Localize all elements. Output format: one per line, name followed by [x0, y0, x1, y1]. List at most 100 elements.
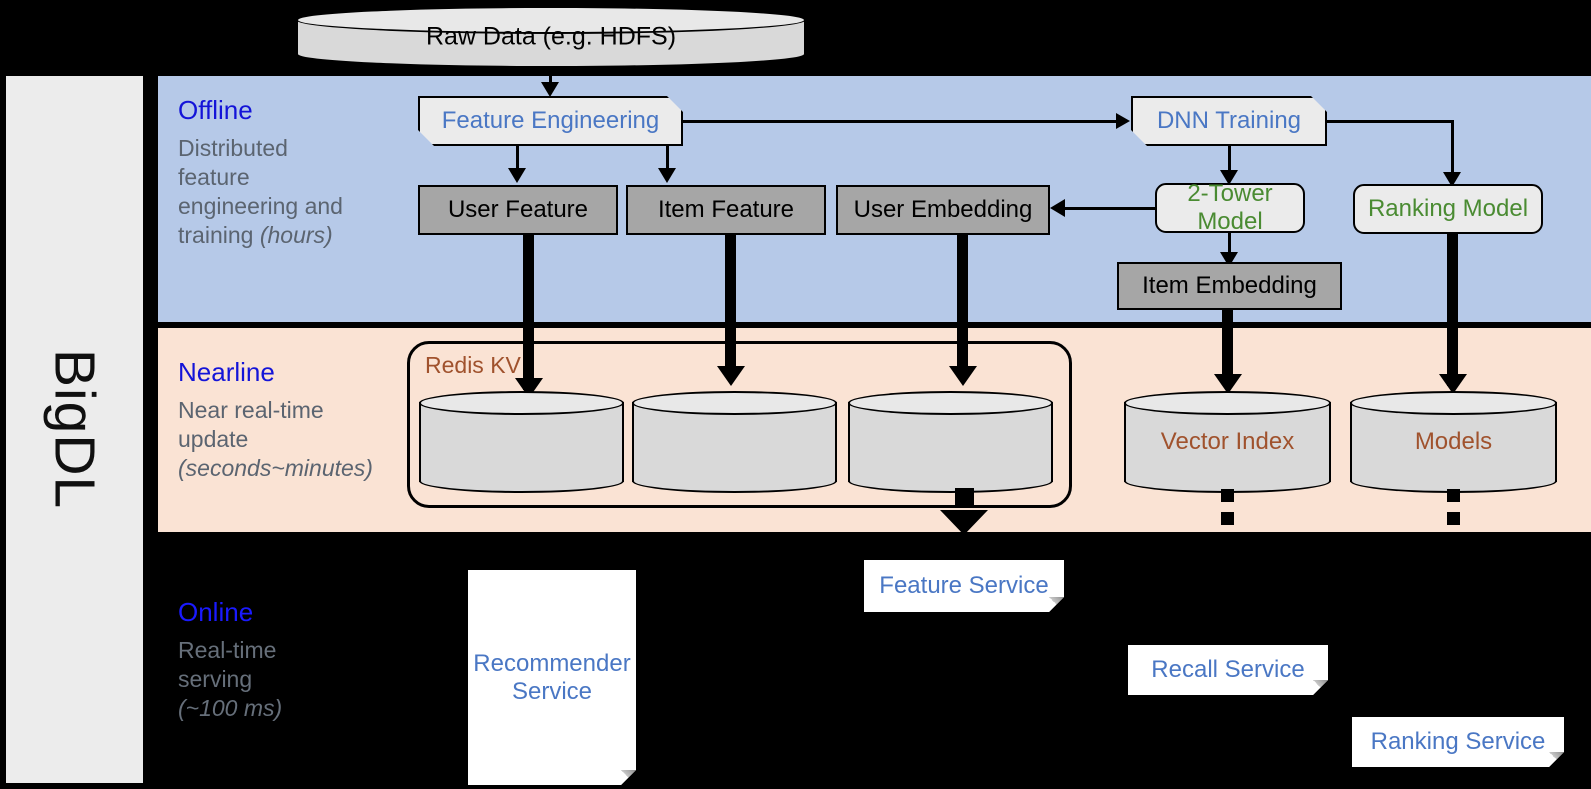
- vector-index-label: Vector Index: [1160, 428, 1295, 455]
- node-item-feature[interactable]: Item Feature: [626, 185, 826, 235]
- raw-data-store[interactable]: Raw Data (e.g. HDFS): [296, 6, 806, 68]
- flow-userfeature-redis: [523, 235, 534, 390]
- cylinder-top: [1350, 391, 1557, 415]
- flow-itemembedding-vectorindex: [1222, 310, 1233, 385]
- cylinder-top: [296, 6, 806, 34]
- feature-engineering-label: Feature Engineering: [441, 107, 660, 135]
- redis-kv-group: [407, 341, 1072, 508]
- node-user-feature[interactable]: User Feature: [418, 185, 618, 235]
- arrowhead-dnn-2tower: [1220, 170, 1238, 185]
- flow-rankingmodel-models: [1447, 234, 1458, 386]
- connector-fe-itemfeature: [666, 146, 669, 174]
- user-embedding-label: User Embedding: [853, 196, 1033, 224]
- nearline-description: Near real-time update (seconds~minutes): [178, 396, 398, 483]
- cylinder-vector-index[interactable]: Vector Index: [1124, 391, 1331, 493]
- arrowhead-userembedding-redis: [949, 366, 977, 386]
- online-title: Online: [178, 597, 254, 627]
- caption-online: Online Real-time serving (~100 ms): [178, 598, 398, 723]
- caption-offline: Offline Distributed feature engineering …: [178, 96, 398, 249]
- dash-models-1: [1447, 489, 1460, 502]
- bigdl-label: BigDL: [42, 349, 107, 510]
- node-recall-service[interactable]: Recall Service: [1128, 645, 1328, 695]
- nearline-desc-l2: update: [178, 425, 249, 452]
- node-user-embedding[interactable]: User Embedding: [836, 185, 1050, 235]
- offline-desc-l1: Distributed: [178, 134, 288, 161]
- models-label: Models: [1414, 428, 1493, 455]
- node-dnn-training[interactable]: DNN Training: [1131, 96, 1327, 146]
- cylinder-item-feature-store[interactable]: [632, 391, 837, 493]
- arrowhead-itemembedding-vectorindex: [1214, 374, 1242, 394]
- nearline-desc-l1: Near real-time: [178, 396, 324, 423]
- node-feature-engineering[interactable]: Feature Engineering: [418, 96, 683, 146]
- user-feature-label: User Feature: [447, 196, 589, 224]
- node-item-embedding[interactable]: Item Embedding: [1117, 262, 1342, 310]
- online-description: Real-time serving (~100 ms): [178, 636, 398, 723]
- connector-2tower-userembedding: [1065, 207, 1157, 210]
- node-feature-service[interactable]: Feature Service: [864, 560, 1064, 612]
- arrowhead-fe-userfeature: [508, 168, 526, 183]
- node-2tower-model[interactable]: 2-Tower Model: [1155, 180, 1305, 235]
- recommender-service-label-l1: Recommender: [473, 649, 631, 677]
- cylinder-user-feature-store[interactable]: [419, 391, 624, 493]
- recommender-service-label-l2: Service: [511, 677, 593, 705]
- caption-nearline: Nearline Near real-time update (seconds~…: [178, 358, 398, 483]
- cylinder-body: [632, 402, 837, 482]
- redis-kv-label: Redis KV: [425, 352, 521, 378]
- cylinder-body: [1124, 402, 1331, 482]
- ranking-model-label: Ranking Model: [1367, 195, 1529, 223]
- connector-fe-dnn: [683, 120, 1117, 123]
- item-feature-label: Item Feature: [657, 196, 795, 224]
- cylinder-top: [848, 391, 1053, 415]
- dash-models-2: [1447, 512, 1460, 525]
- cylinder-user-embedding-store[interactable]: [848, 391, 1053, 493]
- arrowhead-dnn-ranking: [1443, 172, 1461, 187]
- bigdl-sidebar: BigDL: [6, 76, 143, 783]
- arrowhead-fe-dnn: [1116, 113, 1130, 129]
- offline-desc-l3: engineering and: [178, 192, 343, 219]
- arrowhead-fe-itemfeature: [658, 168, 676, 183]
- dash-vectorindex-2: [1221, 512, 1234, 525]
- offline-desc-l2: feature: [178, 163, 250, 190]
- node-ranking-model[interactable]: Ranking Model: [1353, 184, 1543, 234]
- feature-service-label: Feature Service: [879, 572, 1049, 600]
- 2tower-model-label: 2-Tower Model: [1187, 180, 1273, 235]
- item-embedding-label: Item Embedding: [1142, 272, 1317, 300]
- connector-dnn-2tower: [1228, 146, 1231, 176]
- ranking-service-label: Ranking Service: [1370, 728, 1546, 756]
- arrowhead-2tower-userembedding: [1050, 199, 1065, 217]
- dash-redis-featureservice: [955, 488, 974, 505]
- arrowhead-itemfeature-redis: [717, 366, 745, 386]
- flow-itemfeature-redis: [725, 235, 736, 377]
- recall-service-label: Recall Service: [1151, 656, 1305, 684]
- offline-title: Offline: [178, 95, 253, 125]
- nearline-desc-italic: (seconds~minutes): [178, 454, 373, 481]
- arrowhead-rawdata-fe: [541, 82, 559, 97]
- arrowhead-rankingmodel-models: [1439, 374, 1467, 394]
- node-ranking-service[interactable]: Ranking Service: [1352, 717, 1564, 767]
- connector-dnn-ranking-h: [1327, 120, 1454, 123]
- cylinder-top: [419, 391, 624, 415]
- dash-vectorindex-1: [1221, 489, 1234, 502]
- connector-fe-userfeature: [516, 146, 519, 174]
- cylinder-body: [848, 402, 1053, 482]
- flow-userembedding-redis: [957, 235, 968, 377]
- arrowhead-redis-featureservice: [940, 510, 988, 535]
- cylinder-body: [1350, 402, 1557, 482]
- cylinder-top: [632, 391, 837, 415]
- offline-desc-italic: (hours): [259, 221, 333, 248]
- nearline-title: Nearline: [178, 357, 275, 387]
- cylinder-top: [1124, 391, 1331, 415]
- connector-2tower-itemembedding: [1228, 233, 1231, 259]
- online-desc-l2: serving: [178, 665, 253, 692]
- node-recommender-service[interactable]: Recommender Service: [468, 570, 636, 785]
- offline-description: Distributed feature engineering and trai…: [178, 134, 398, 250]
- cylinder-models[interactable]: Models: [1350, 391, 1557, 493]
- connector-dnn-ranking-v: [1451, 120, 1454, 178]
- raw-data-label: Raw Data (e.g. HDFS): [425, 22, 677, 51]
- connector-rawdata-fe: [549, 68, 552, 90]
- offline-desc-l4: training: [178, 221, 254, 248]
- cylinder-body: [419, 402, 624, 482]
- online-desc-l1: Real-time: [178, 636, 277, 663]
- online-desc-italic: (~100 ms): [178, 694, 283, 721]
